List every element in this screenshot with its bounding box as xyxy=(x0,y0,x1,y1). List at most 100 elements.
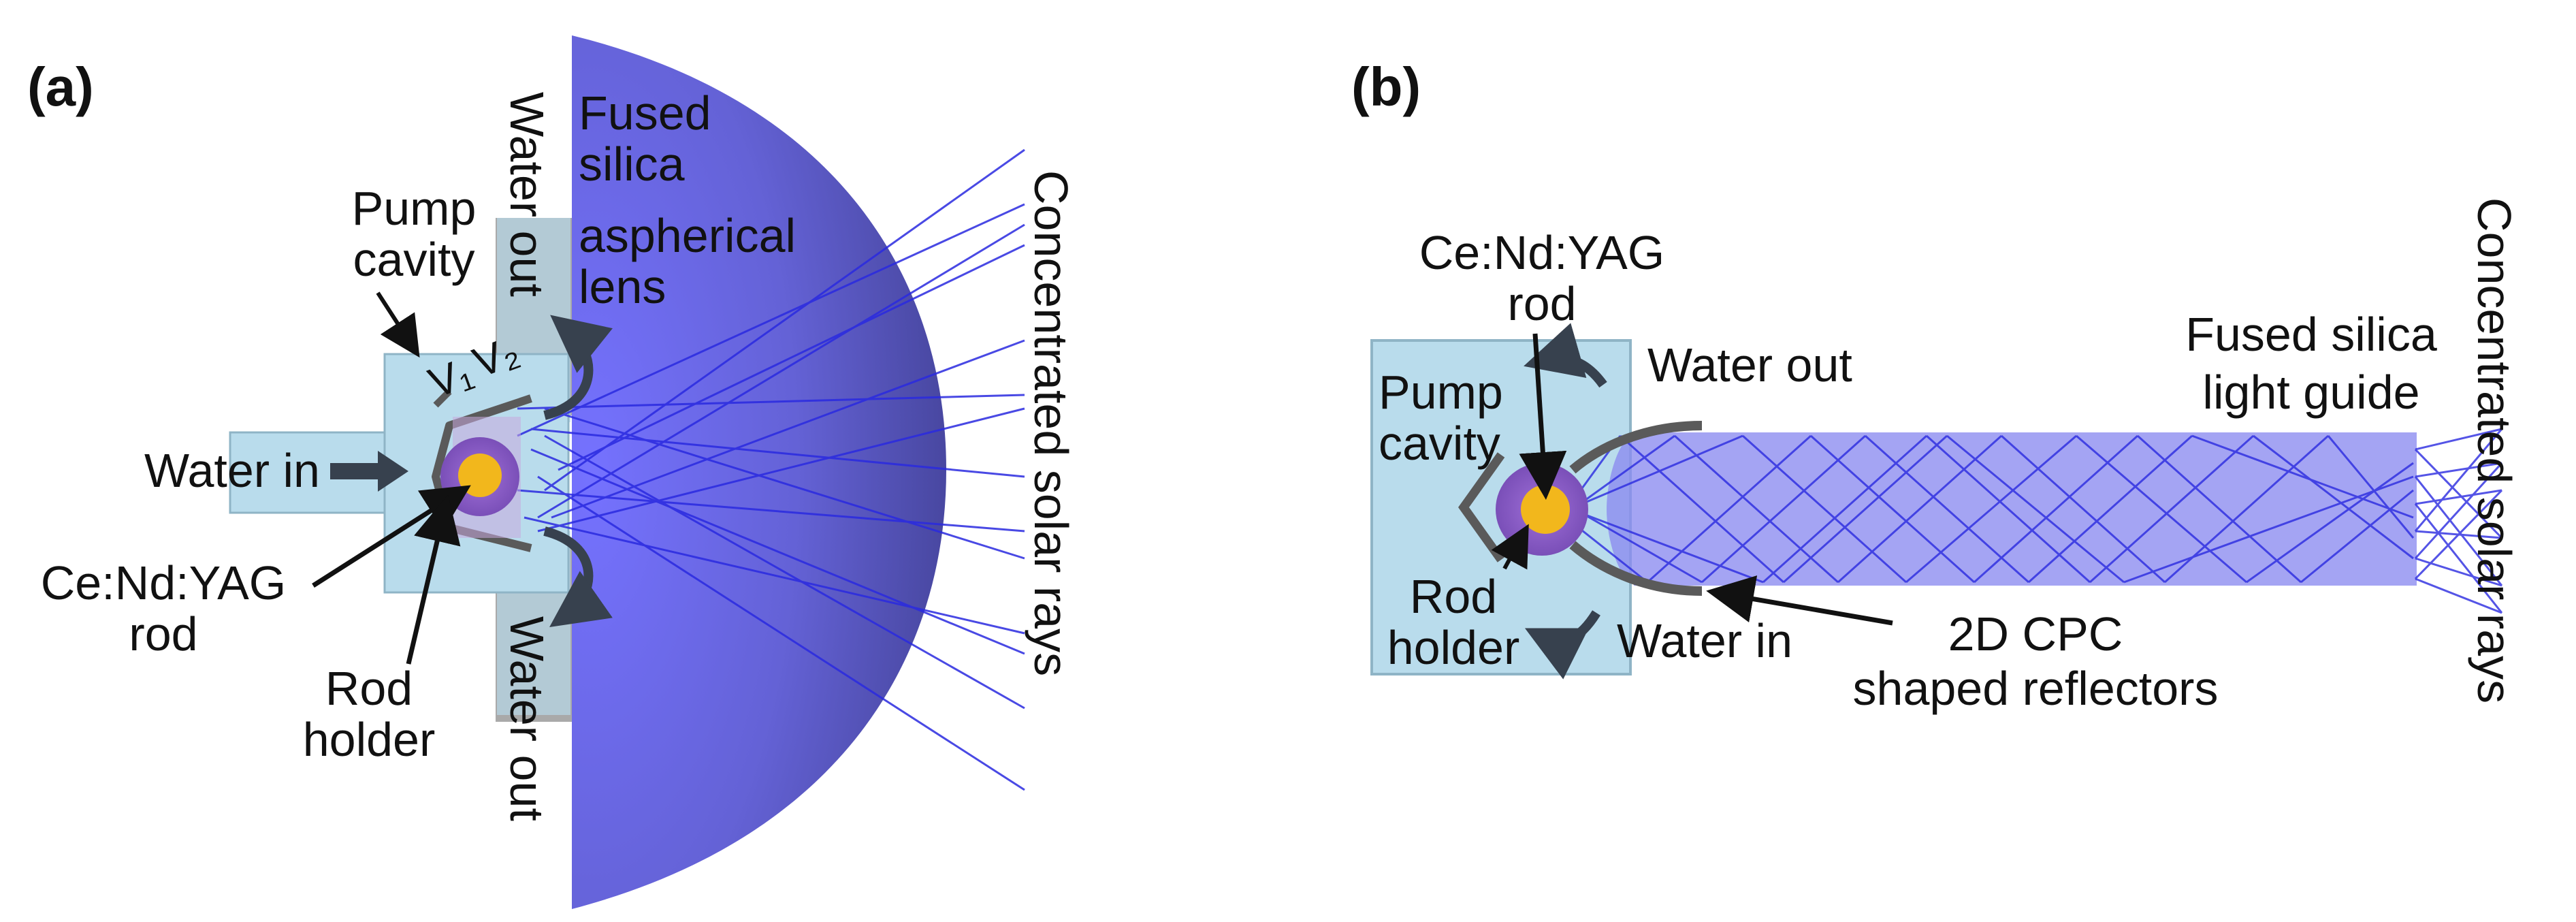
ray-b xyxy=(2415,577,2502,614)
panel-b-tag: (b) xyxy=(1351,57,1421,117)
ray-b xyxy=(2163,434,2330,584)
ray-a xyxy=(544,434,1025,710)
pointer-rod-holder-b xyxy=(1491,524,1529,570)
ray-b xyxy=(2253,434,2414,560)
ray-b xyxy=(1673,434,1839,584)
ray-a xyxy=(537,223,1025,519)
label-light-guide-2: light guide xyxy=(2202,366,2419,419)
label-water-in-a: Water in xyxy=(144,444,320,497)
ray-b xyxy=(1619,434,1785,584)
ray-a xyxy=(558,244,1025,471)
ray-b xyxy=(2415,489,2502,505)
ray-a xyxy=(537,407,1025,532)
ray-b xyxy=(1946,434,2125,584)
rod-core-a xyxy=(458,454,502,497)
ray-b xyxy=(1762,434,1928,584)
ray-b xyxy=(2414,476,2503,586)
label-rod-b-1: Ce:Nd:YAG xyxy=(1419,226,1665,279)
rod-core-b xyxy=(1521,485,1570,534)
label-rod-a-1: Ce:Nd:YAG xyxy=(41,556,287,609)
rod-holder-tab-a xyxy=(433,389,452,408)
ray-b xyxy=(1905,434,2077,584)
flow-arrow-out-bottom xyxy=(543,526,613,628)
light-guide xyxy=(1634,432,2417,586)
cpc-reflector-bottom xyxy=(1569,541,1703,596)
label-pump-cavity-b-2: cavity xyxy=(1379,417,1500,470)
ray-a xyxy=(530,428,1025,478)
ray-a xyxy=(517,203,1025,437)
ray-a xyxy=(537,475,1025,791)
ray-b xyxy=(2123,475,2414,584)
ray-b xyxy=(2414,448,2503,539)
label-lens-1: Fused xyxy=(579,86,711,140)
ray-b xyxy=(2191,434,2414,519)
rays-b xyxy=(1564,428,2503,614)
ray-b xyxy=(2076,434,2247,584)
ray-a xyxy=(517,394,1025,410)
pointer-rod-holder-a xyxy=(406,494,461,665)
ray-a xyxy=(517,489,1025,532)
flow-arrow-in-head xyxy=(378,451,408,492)
label-rod-holder-b-2: holder xyxy=(1387,621,1520,674)
label-lens-2: silica xyxy=(579,138,685,191)
label-water-out-bottom: Water out xyxy=(500,616,553,821)
pointer-pump-cavity-a xyxy=(376,291,420,358)
panel-a-tag: (a) xyxy=(27,57,94,117)
rays-a xyxy=(517,148,1025,791)
ray-b xyxy=(1701,434,1867,584)
ray-b xyxy=(2415,462,2502,478)
ray-b xyxy=(2089,434,2255,584)
ray-b xyxy=(2414,462,2503,560)
ray-b xyxy=(2414,503,2503,614)
ray-b xyxy=(2415,428,2502,451)
label-water-out-b: Water out xyxy=(1647,338,1852,392)
flow-arrow-out-top xyxy=(543,315,613,420)
ray-b xyxy=(2327,435,2415,539)
ray-b xyxy=(1864,434,2030,584)
label-rod-b-2: rod xyxy=(1507,277,1576,330)
label-rod-a-2: rod xyxy=(129,607,197,661)
label-light-guide-1: Fused silica xyxy=(2185,308,2437,361)
ray-b xyxy=(2415,557,2502,587)
ray-b xyxy=(1565,503,1703,584)
rod-holder-b xyxy=(1458,452,1505,562)
ray-b xyxy=(2000,434,2166,584)
ray-b xyxy=(1565,506,1764,584)
ray-b xyxy=(1837,434,2003,584)
ray-a xyxy=(524,516,1025,635)
label-water-in-b: Water in xyxy=(1617,614,1792,667)
ray-a xyxy=(530,448,1025,655)
label-rod-holder-a-1: Rod xyxy=(325,662,413,715)
ray-b xyxy=(2300,489,2414,584)
label-rays-a: Concentrated solar rays xyxy=(1025,170,1078,676)
label-pump-cavity-a-2: cavity xyxy=(353,233,475,286)
label-rod-holder-a-2: holder xyxy=(303,713,436,766)
label-lens-3: aspherical xyxy=(579,209,796,262)
ray-b xyxy=(2027,434,2193,584)
ray-b xyxy=(1565,434,1743,512)
label-rod-holder-b-1: Rod xyxy=(1410,570,1497,623)
ray-a xyxy=(544,407,1025,560)
label-water-out-top: Water out xyxy=(500,92,553,297)
flow-arrow-in-b xyxy=(1524,610,1600,680)
label-rays-b: Concentrated solar rays xyxy=(2468,197,2521,703)
label-reflectors-2: shaped reflectors xyxy=(1853,662,2219,715)
ray-b xyxy=(1646,434,1812,584)
flow-arrow-out-b xyxy=(1524,323,1607,388)
label-pump-cavity-b-1: Pump xyxy=(1379,366,1503,419)
label-pump-cavity-a-1: Pump xyxy=(352,182,477,235)
label-lens-4: lens xyxy=(579,260,666,313)
pointer-rod-b xyxy=(1519,333,1567,500)
label-reflectors-1: 2D CPC xyxy=(1948,607,2123,661)
pointer-reflectors xyxy=(1706,575,1893,626)
ray-b xyxy=(2415,530,2502,539)
aspherical-lens xyxy=(572,35,946,909)
light-guide-tip xyxy=(1607,436,1634,582)
ray-b xyxy=(1925,434,2091,584)
panel-a: (a) V₁ V₂ Pump cavity xyxy=(27,35,1078,909)
ray-b xyxy=(2414,428,2503,532)
panel-b: (b) Ce:Nd:YAG rod Pump cavity Water out … xyxy=(1351,57,2521,715)
ray-b xyxy=(1741,434,1907,584)
